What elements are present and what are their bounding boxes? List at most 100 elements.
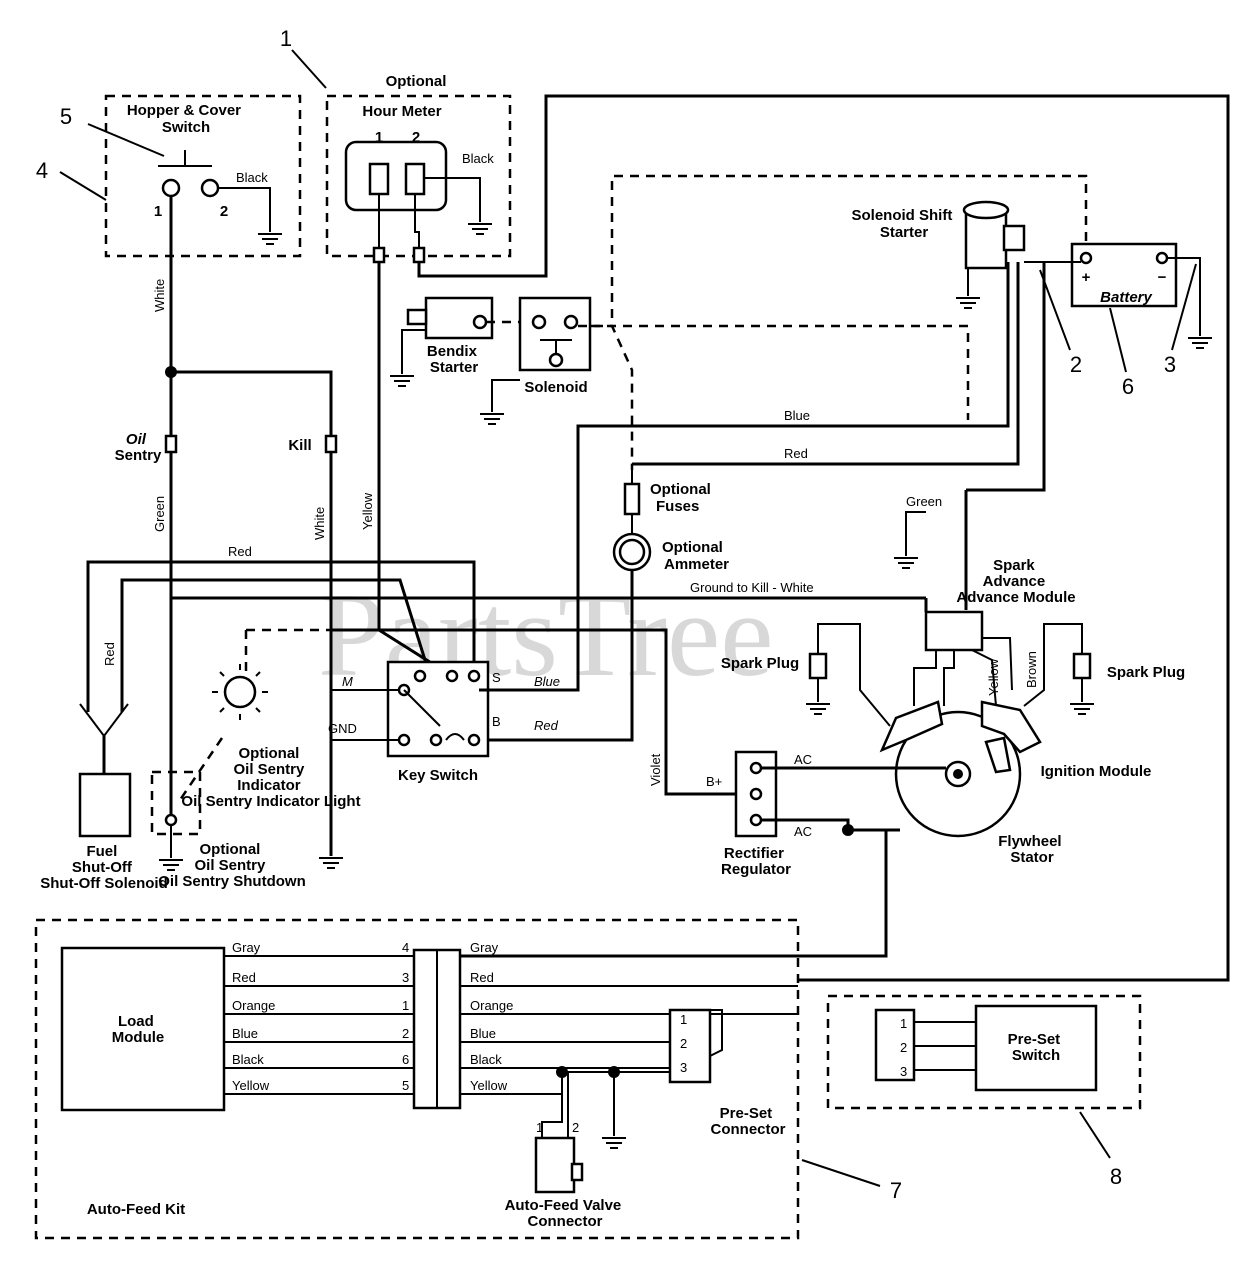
- auto-feed-valve-tab: [570, 1162, 584, 1182]
- spark-plug-left: [808, 652, 828, 680]
- preset-switch-connector: [874, 1008, 916, 1082]
- label-ammeter-line1: Optional: [662, 539, 723, 556]
- module-lead-yellow: [971, 649, 997, 707]
- hopper-black-label: Black: [236, 170, 268, 185]
- green-wire-label: Green: [152, 496, 167, 532]
- label-bendix-line2: Starter: [430, 359, 479, 376]
- blue-starter-wire: [576, 262, 1010, 590]
- label-hopper-line1: Hopper & Cover: [127, 102, 241, 119]
- label-indicator-light: Optional Oil Sentry Indicator Oil Sentry…: [181, 745, 360, 810]
- red-fuel-wire: [86, 560, 476, 712]
- valve-lead-1: [541, 1072, 563, 1138]
- label-auto-feed-valve: Auto-Feed Valve Connector: [505, 1197, 626, 1230]
- label-preset-connector: Pre-Set Connector: [711, 1105, 786, 1138]
- hour-black-label: Black: [462, 151, 494, 166]
- yellow-module-label: Yellow: [986, 658, 1001, 696]
- label-solenoid-shift-starter: Solenoid Shift Starter: [852, 207, 957, 241]
- preset-conn-pin3: 3: [680, 1060, 687, 1075]
- green-ground-label: Green: [906, 494, 942, 509]
- preset-switch-box: [826, 994, 1142, 1110]
- ground-icon: [258, 233, 282, 245]
- bendix-starter-nose: [406, 308, 428, 326]
- label-fuel-line1: Fuel: [86, 843, 117, 860]
- harness-left-pin: 6: [402, 1052, 409, 1067]
- harness-left-pin: 3: [402, 970, 409, 985]
- label-fuses-line1: Optional: [650, 481, 711, 498]
- optional-fuse: [623, 482, 641, 516]
- callout-2: 2: [1070, 352, 1082, 377]
- ground-icon: [602, 1137, 626, 1149]
- label-ammeter-line2: Ammeter: [664, 556, 729, 573]
- ground-icon: [1070, 703, 1094, 715]
- hour-pin2-label: 2: [412, 129, 420, 146]
- rectifier-bplus-terminal: [749, 787, 763, 801]
- callout-leader-7: [801, 1159, 881, 1187]
- label-shutdown-line3: Oil Sentry Shutdown: [158, 873, 306, 890]
- label-sam-line1: Spark: [993, 557, 1035, 574]
- kill-wire-top: [171, 370, 333, 436]
- label-psc-line1: Pre-Set: [720, 1105, 773, 1122]
- solenoid-dashed-wire: [610, 174, 1088, 318]
- blue-key-label: Blue: [534, 674, 560, 689]
- key-terminal-gnd: [397, 733, 411, 747]
- harness-left-pin: 2: [402, 1026, 409, 1041]
- solenoid-fuse-dashed: [578, 324, 634, 470]
- harness-right-color: Orange: [470, 998, 513, 1013]
- module-lead-2: [943, 650, 955, 706]
- preset-connector-latch: [709, 1009, 723, 1057]
- label-light-line1: Optional: [239, 745, 300, 762]
- key-m-label: M: [342, 674, 353, 689]
- label-pss-line1: Pre-Set: [1008, 1031, 1061, 1048]
- hour-meter: [344, 140, 448, 212]
- preset-sw-pin1: 1: [900, 1016, 907, 1031]
- callout-leader-5: [87, 123, 165, 157]
- ground-icon: [806, 703, 830, 715]
- label-hopper-line2: Switch: [162, 119, 210, 136]
- ignition-coil-left: [879, 700, 944, 753]
- callout-leader-1: [291, 49, 327, 89]
- callout-6: 6: [1122, 374, 1134, 399]
- violet-wire-label: Violet: [648, 753, 663, 786]
- kill-connector: [324, 434, 338, 454]
- hopper-pin1-label: 1: [154, 203, 162, 220]
- callout-7: 7: [890, 1178, 902, 1203]
- kill-white-label: White: [312, 507, 327, 540]
- harness-right-color: Gray: [470, 940, 499, 955]
- rectifier-ac-label-1: AC: [794, 752, 812, 767]
- label-hour-meter-optional: Optional: [386, 73, 447, 90]
- red-fuel-wire-2: [120, 578, 432, 712]
- auto-feed-valve-connector: [534, 1136, 576, 1194]
- hour-meter-connector-2: [412, 246, 426, 264]
- key-gnd-label: GND: [328, 721, 357, 736]
- label-solenoid: Solenoid: [524, 379, 587, 396]
- label-flywheel-stator: Flywheel Stator: [998, 833, 1066, 866]
- key-terminal-b: [467, 733, 481, 747]
- label-battery: Battery: [1100, 289, 1152, 306]
- battery-negative-terminal: [1155, 251, 1169, 265]
- harness-left-pin: 4: [402, 940, 409, 955]
- callout-5: 5: [60, 104, 72, 129]
- key-b-label: B: [492, 714, 501, 729]
- label-oil-line2: Sentry: [115, 447, 162, 464]
- preset-conn-pin2: 2: [680, 1036, 687, 1051]
- label-oil-line1: Oil: [126, 431, 147, 448]
- battery-minus-label: −: [1158, 269, 1167, 286]
- callout-8: 8: [1110, 1164, 1122, 1189]
- label-ignition-module: Ignition Module: [1041, 763, 1152, 780]
- callout-1: 1: [280, 26, 292, 51]
- preset-conn-pin1: 1: [680, 1012, 687, 1027]
- label-optional-fuses: Optional Fuses: [650, 481, 715, 515]
- harness-left-color: Yellow: [232, 1078, 270, 1093]
- label-fuel-solenoid: Fuel Shut-Off Shut-Off Solenoid: [40, 843, 167, 892]
- preset-sw-pin2: 2: [900, 1040, 907, 1055]
- preset-connector: [668, 1008, 712, 1084]
- label-psc-line2: Connector: [711, 1121, 786, 1138]
- hopper-switch-box: [104, 94, 302, 258]
- module-lead-brown: [982, 637, 1013, 691]
- label-spark-plug-right: Spark Plug: [1107, 664, 1185, 681]
- label-load-line1: Load: [118, 1013, 154, 1030]
- label-load-line2: Module: [112, 1029, 165, 1046]
- valve-pin2: 2: [572, 1120, 579, 1135]
- ground-icon: [159, 859, 183, 871]
- label-bendix-line1: Bendix: [427, 343, 478, 360]
